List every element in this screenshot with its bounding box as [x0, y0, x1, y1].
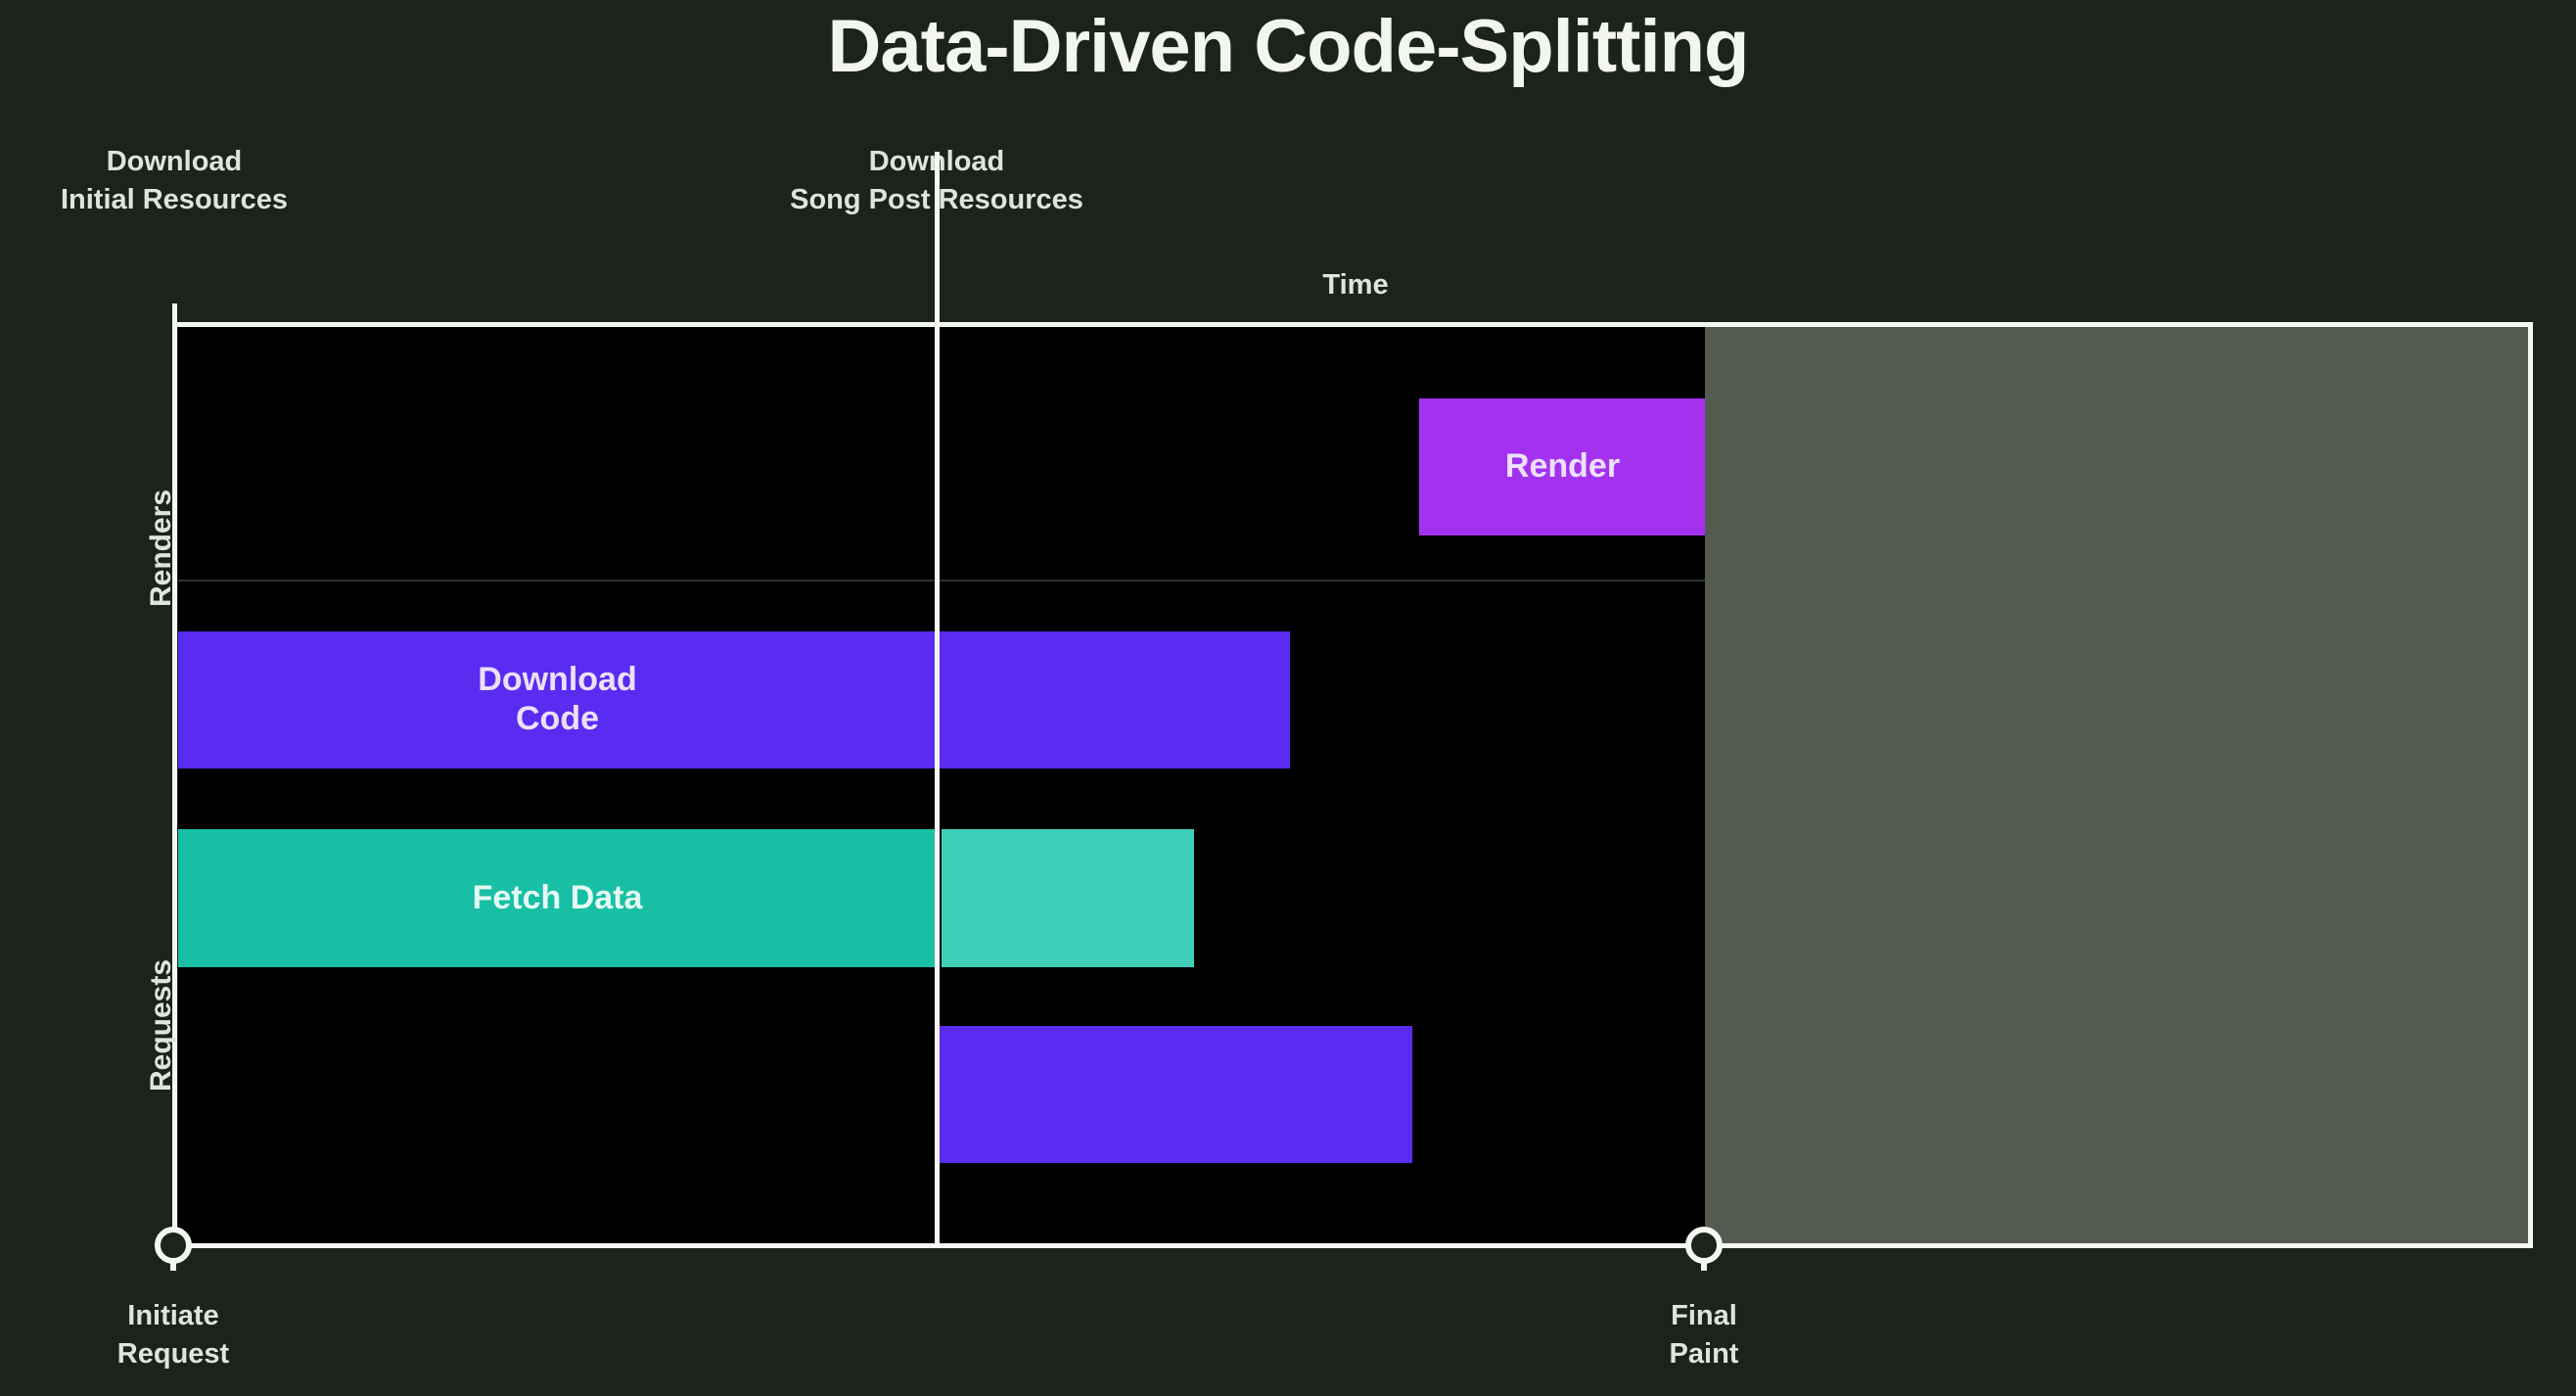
axis-top: [172, 322, 2533, 327]
axis-right: [2528, 322, 2533, 1246]
future-region-veil: [1705, 327, 2530, 1245]
bar-fetch-data-label: Fetch Data: [472, 878, 643, 916]
start-marker-label: Initiate Request: [116, 1300, 230, 1370]
group-label-requests: Requests: [145, 958, 177, 1092]
start-marker-icon: [155, 1227, 192, 1264]
bar-download-code[interactable]: Download Code: [178, 631, 1290, 768]
bar-render[interactable]: Render: [1419, 398, 1706, 535]
bar-download-code-label: Download Code: [478, 661, 637, 737]
group-label-renders: Renders: [145, 489, 177, 607]
lane-divider: [178, 580, 2529, 582]
axis-bottom: [172, 1243, 2533, 1248]
milestone-label-initial-line1: Download Initial Resources: [60, 146, 289, 215]
bar-fetch-data-tail[interactable]: [942, 829, 1194, 967]
milestone-label-song-post: Download Song Post Resources: [790, 143, 1083, 218]
milestone-rule-song-post: [935, 152, 940, 1246]
page-title: Data-Driven Code-Splitting: [827, 5, 1750, 88]
axis-left: [172, 322, 177, 1246]
bar-render-label: Render: [1504, 447, 1621, 486]
milestone-label-initial: Download Initial Resources: [61, 143, 288, 218]
end-marker-label: Final Paint: [1669, 1300, 1739, 1370]
end-marker-icon: [1685, 1227, 1723, 1264]
bar-fetch-data[interactable]: Fetch Data: [178, 829, 937, 967]
bar-fetch-song-post[interactable]: [937, 1026, 1412, 1163]
milestone-label-song-post-line1: Download Song Post Resources: [790, 146, 1083, 215]
x-axis-label: Time: [1322, 269, 1389, 301]
